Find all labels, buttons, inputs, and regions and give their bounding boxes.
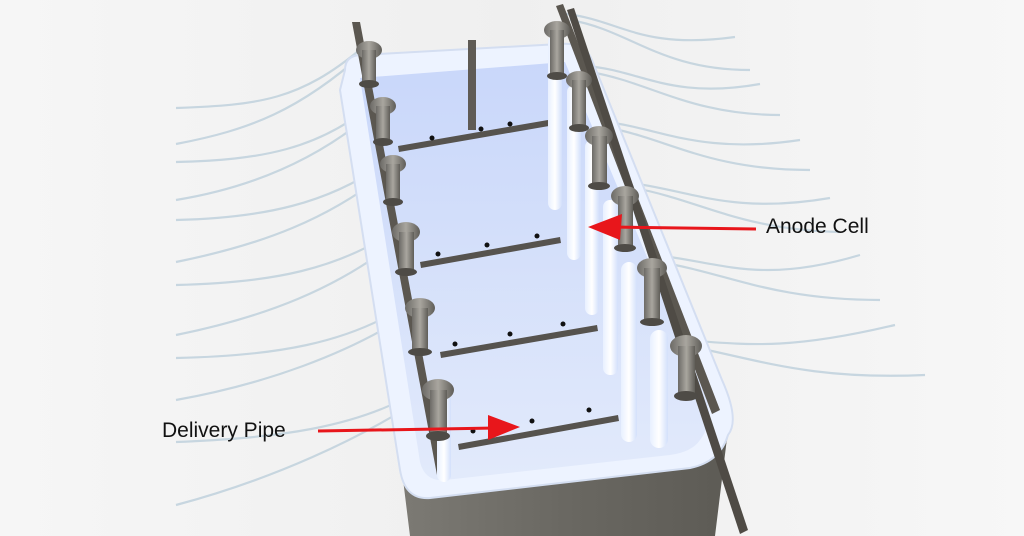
- rail-left: [352, 22, 445, 475]
- delivery-pipe-2: [420, 233, 561, 268]
- cell-caps-left: [356, 41, 454, 441]
- delivery-pipe-arrow: [317, 415, 520, 440]
- delivery-pipe-3: [440, 321, 598, 358]
- cell-caps-right: [544, 21, 702, 401]
- anode-cell-arrow: [588, 214, 757, 240]
- center-post: [468, 40, 476, 130]
- delivery-pipes: [398, 120, 619, 450]
- delivery-pipe-4: [458, 407, 619, 450]
- tank-front-wall: [400, 430, 728, 536]
- delivery-pipe-1: [398, 120, 549, 152]
- hose-bundle-right: [565, 12, 926, 377]
- delivery-pipe-label: Delivery Pipe: [162, 419, 286, 442]
- anode-cell-label: Anode Cell: [766, 215, 869, 238]
